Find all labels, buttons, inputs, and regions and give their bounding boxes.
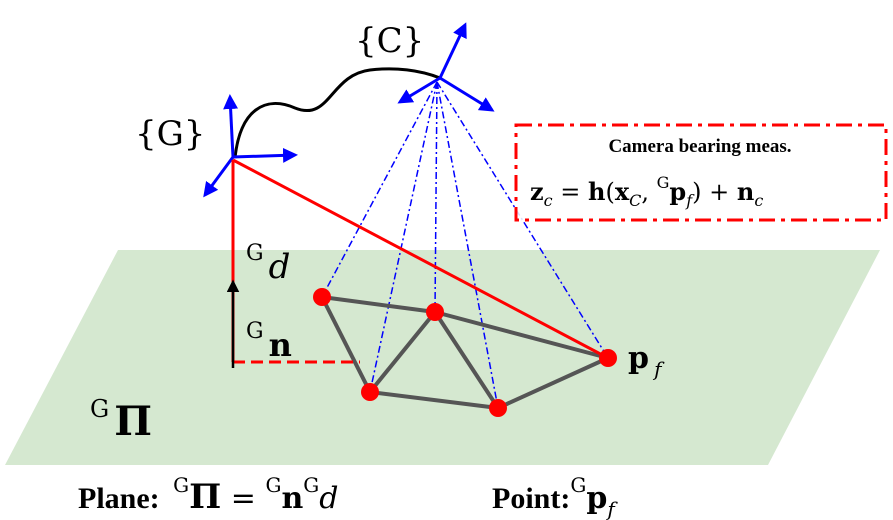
feature-point-pf (599, 349, 617, 367)
camera-frame-axis-up (438, 22, 467, 79)
bearing-lines (321, 81, 609, 409)
global-frame-axes (203, 94, 298, 198)
feature-point (489, 399, 507, 417)
measurement-equation: zc = h(xC, Gpf) + nc (530, 173, 763, 210)
position-vector (232, 158, 609, 360)
global-frame-axis-diag (203, 156, 235, 198)
feature-point (426, 303, 444, 321)
measurement-box (514, 123, 888, 222)
feature-point (361, 383, 379, 401)
camera-frame-axis-left (397, 76, 441, 104)
feature-points (313, 288, 617, 417)
normal-label: G n (246, 319, 292, 364)
bearing-line-5 (436, 81, 609, 359)
point-caption: Point:Gpf (492, 473, 618, 520)
global-frame-axis-up (223, 94, 239, 158)
global-frame-label: {G} (135, 114, 205, 154)
global-frame-axis-right (232, 147, 298, 163)
plane-surface (5, 250, 880, 465)
bearing-line-1 (321, 81, 438, 298)
bearing-line-4 (436, 81, 499, 409)
feature-mesh (320, 295, 609, 410)
camera-frame-axes (397, 22, 495, 112)
feature-point (313, 288, 331, 306)
distance-label: G d (246, 241, 290, 287)
plane-symbol-label: G Π (90, 395, 152, 445)
measurement-box-title: Camera bearing meas. (608, 136, 791, 157)
plane-caption: Plane: GΠ = GnGd (78, 473, 338, 517)
camera-frame-axis-right (439, 76, 495, 112)
trajectory-curve (233, 67, 441, 159)
bearing-line-3 (434, 81, 438, 313)
camera-frame-label: {C} (355, 21, 424, 61)
